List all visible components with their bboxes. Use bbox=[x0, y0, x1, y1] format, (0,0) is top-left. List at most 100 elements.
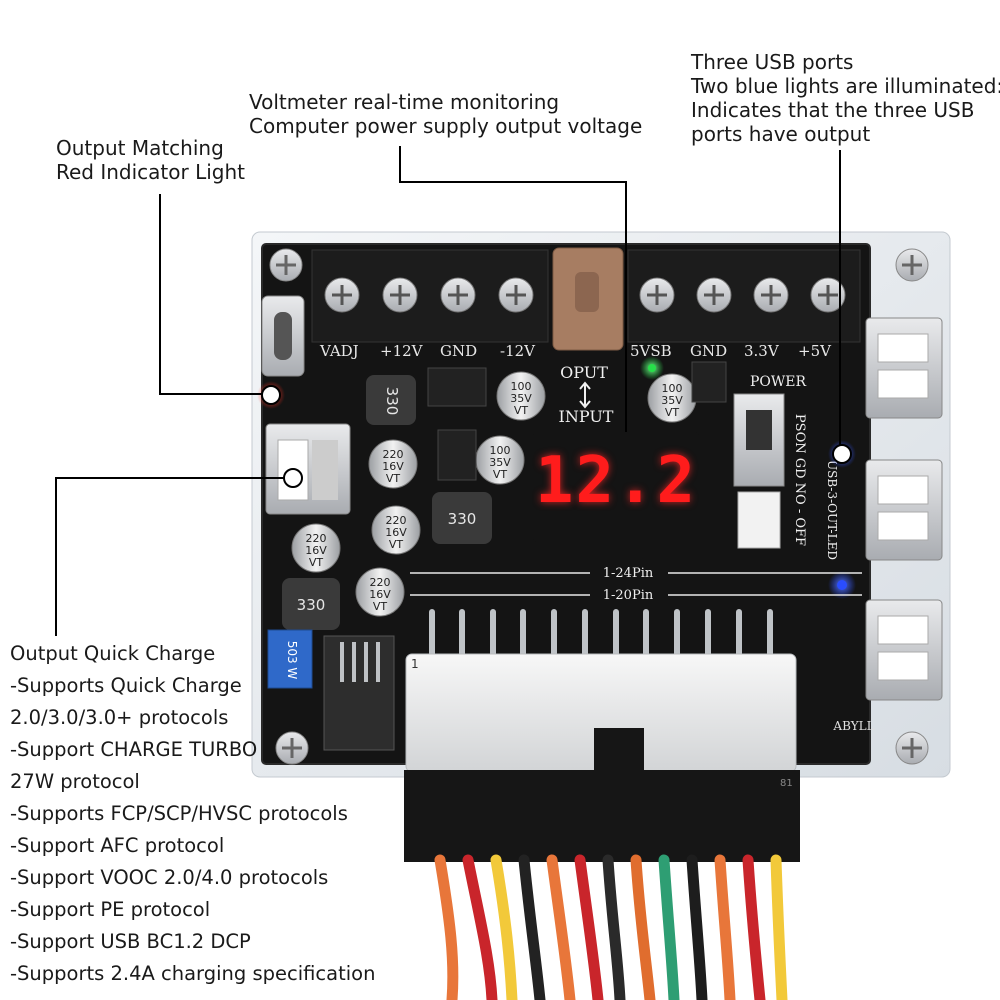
screw-icon bbox=[895, 248, 929, 282]
screw-icon bbox=[275, 731, 309, 765]
feature-item: -Support PE protocol bbox=[10, 898, 211, 921]
power-switch-icon bbox=[733, 393, 785, 549]
svg-text:16V: 16V bbox=[382, 460, 404, 473]
svg-text:35V: 35V bbox=[510, 392, 532, 405]
terminal-label: GND bbox=[440, 342, 477, 360]
red-light-callout-line: Output Matching bbox=[56, 136, 224, 160]
usb-led-label: USB-3-OUT-LED bbox=[825, 460, 839, 560]
voltmeter-callout-line: Voltmeter real-time monitoring bbox=[249, 90, 560, 114]
oput-label: OPUT bbox=[560, 363, 608, 382]
ic-chip bbox=[437, 429, 477, 481]
usb-callout: Three USB ports Two blue lights are illu… bbox=[691, 50, 1000, 146]
feature-item: -Supports Quick Charge bbox=[10, 674, 242, 697]
quick-charge-feature-list: Output Quick Charge -Supports Quick Char… bbox=[10, 638, 375, 990]
svg-text:35V: 35V bbox=[661, 394, 683, 407]
inductor bbox=[282, 578, 340, 630]
inductor-label: 330 bbox=[297, 596, 326, 614]
terminal-block-left bbox=[311, 249, 549, 343]
usb-callout-line: Two blue lights are illuminated: bbox=[691, 74, 1000, 98]
terminal-label: GND bbox=[690, 342, 727, 360]
feature-item: -Support USB BC1.2 DCP bbox=[10, 930, 251, 953]
svg-text:VT: VT bbox=[373, 600, 388, 613]
svg-text:220: 220 bbox=[386, 514, 407, 527]
usb-callout-line: ports have output bbox=[691, 122, 871, 146]
input-label: INPUT bbox=[559, 407, 614, 426]
terminal-label: VADJ bbox=[319, 342, 359, 360]
voltmeter-callout-line: Computer power supply output voltage bbox=[249, 114, 643, 138]
usb-a-port-icon bbox=[865, 459, 943, 561]
feature-item: 27W protocol bbox=[10, 770, 140, 793]
usb-c-port-icon bbox=[261, 295, 305, 377]
power-label: POWER bbox=[750, 374, 807, 390]
terminal-block-right bbox=[627, 249, 861, 343]
usb-a-port-icon bbox=[865, 599, 943, 701]
svg-text:VT: VT bbox=[493, 468, 508, 481]
feature-item: -Supports FCP/SCP/HVSC protocols bbox=[10, 802, 348, 825]
usb-a-port-icon bbox=[865, 317, 943, 419]
usb-callout-line: Indicates that the three USB bbox=[691, 98, 975, 122]
svg-text:VT: VT bbox=[514, 404, 529, 417]
atx-connector-icon bbox=[404, 653, 800, 862]
ic-chip bbox=[691, 361, 727, 403]
svg-text:16V: 16V bbox=[385, 526, 407, 539]
svg-text:100: 100 bbox=[511, 380, 532, 393]
terminal-label: 3.3V bbox=[744, 342, 780, 360]
feature-item: -Support CHARGE TURBO bbox=[10, 738, 258, 761]
inductor bbox=[432, 492, 492, 544]
svg-text:100: 100 bbox=[662, 382, 683, 395]
svg-text:VT: VT bbox=[386, 472, 401, 485]
brand-label: ABYLL bbox=[832, 719, 874, 733]
pin-number: 81 bbox=[780, 778, 793, 789]
terminal-label: +12V bbox=[380, 342, 424, 360]
svg-text:220: 220 bbox=[383, 448, 404, 461]
svg-text:16V: 16V bbox=[305, 544, 327, 557]
voltmeter-display: 12.2 bbox=[533, 432, 699, 542]
terminal-label: -12V bbox=[500, 342, 536, 360]
svg-text:VT: VT bbox=[309, 556, 324, 569]
svg-text:VT: VT bbox=[665, 406, 680, 419]
svg-text:100: 100 bbox=[490, 444, 511, 457]
ic-chip bbox=[427, 367, 487, 407]
feature-item: -Support VOOC 2.0/4.0 protocols bbox=[10, 866, 329, 889]
usb-callout-line: Three USB ports bbox=[691, 50, 854, 74]
voltage-readout: 12.2 bbox=[534, 444, 698, 518]
pin24-label: 1-24Pin bbox=[603, 566, 654, 581]
inductor-label: 330 bbox=[383, 387, 401, 416]
inductor bbox=[366, 375, 416, 425]
feature-item: -Support AFC protocol bbox=[10, 834, 225, 857]
svg-text:220: 220 bbox=[370, 576, 391, 589]
red-light-callout-line: Red Indicator Light bbox=[56, 160, 246, 184]
svg-text:16V: 16V bbox=[369, 588, 391, 601]
pin-number: 1 bbox=[411, 657, 419, 671]
connector-pins bbox=[429, 609, 773, 657]
voltmeter-callout: Voltmeter real-time monitoring Computer … bbox=[249, 90, 642, 138]
svg-text:503 W: 503 W bbox=[285, 641, 299, 680]
terminal-label: 5VSB bbox=[630, 342, 672, 360]
feature-item: 2.0/3.0/3.0+ protocols bbox=[10, 706, 229, 729]
feature-item: Output Quick Charge bbox=[10, 642, 216, 665]
svg-text:VT: VT bbox=[389, 538, 404, 551]
feature-item: -Supports 2.4A charging specification bbox=[10, 962, 376, 985]
atx-wires bbox=[434, 854, 788, 1000]
trimmer-potentiometer bbox=[267, 629, 313, 689]
svg-text:35V: 35V bbox=[489, 456, 511, 469]
screw-icon bbox=[895, 731, 929, 765]
switch-label: PSON GD NO - OFF bbox=[792, 414, 807, 546]
screw-icon bbox=[269, 248, 303, 282]
green-led-icon bbox=[640, 356, 664, 380]
pin20-label: 1-20Pin bbox=[603, 588, 654, 603]
terminal-label: +5V bbox=[798, 342, 832, 360]
voltage-regulator bbox=[323, 635, 395, 751]
callout-lines bbox=[55, 146, 841, 636]
inductor-label: 330 bbox=[448, 510, 477, 528]
red-light-callout: Output Matching Red Indicator Light bbox=[56, 136, 245, 184]
blue-led-icon bbox=[828, 571, 856, 599]
svg-text:220: 220 bbox=[306, 532, 327, 545]
